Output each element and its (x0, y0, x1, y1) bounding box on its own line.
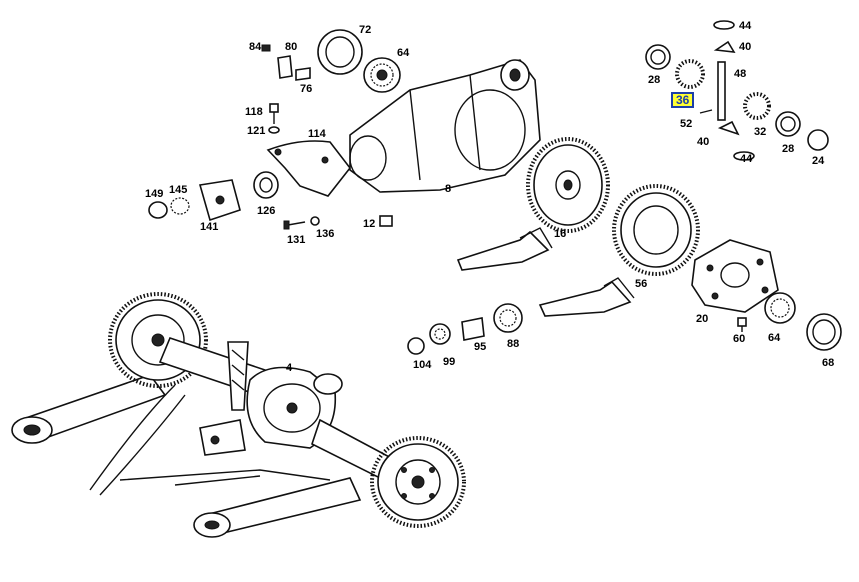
part-label-64-top[interactable]: 64 (397, 47, 410, 59)
part-label-8[interactable]: 8 (445, 183, 452, 195)
pinion-bearings (407, 303, 523, 355)
part-label-121[interactable]: 121 (247, 125, 266, 137)
part-label-40-bottom[interactable]: 40 (697, 136, 710, 148)
part-label-99[interactable]: 99 (443, 356, 456, 368)
rear-axle-assembly (11, 292, 466, 538)
part-label-72[interactable]: 72 (359, 24, 372, 36)
part-label-56[interactable]: 56 (635, 278, 648, 290)
part-label-44-top[interactable]: 44 (739, 20, 752, 32)
part-label-40-top[interactable]: 40 (739, 41, 752, 53)
part-label-76[interactable]: 76 (300, 83, 313, 95)
part-label-126[interactable]: 126 (257, 205, 276, 217)
differential-case-20 (691, 239, 842, 351)
spider-gears (645, 20, 829, 161)
part-label-32[interactable]: 32 (754, 126, 767, 138)
part-label-95[interactable]: 95 (474, 341, 487, 353)
part-label-24[interactable]: 24 (812, 155, 825, 167)
part-label-84[interactable]: 84 (249, 41, 262, 53)
part-label-48[interactable]: 48 (734, 68, 747, 80)
part-label-28-right[interactable]: 28 (782, 143, 795, 155)
part-label-141[interactable]: 141 (200, 221, 219, 233)
part-label-68[interactable]: 68 (822, 357, 835, 369)
part-label-12[interactable]: 12 (363, 218, 376, 230)
part-label-64-right[interactable]: 64 (768, 332, 781, 344)
part-label-16[interactable]: 16 (554, 228, 567, 240)
ring-gear-56 (538, 184, 700, 317)
part-label-136[interactable]: 136 (316, 228, 335, 240)
part-label-145[interactable]: 145 (169, 184, 188, 196)
ring-gear-16 (456, 137, 610, 271)
part-label-131[interactable]: 131 (287, 234, 306, 246)
part-label-20[interactable]: 20 (696, 313, 709, 325)
part-label-28-left[interactable]: 28 (648, 74, 661, 86)
part-label-36-highlighted[interactable]: 36 (671, 92, 695, 108)
part-label-44-bottom[interactable]: 44 (740, 153, 753, 165)
small-parts-top-left (148, 29, 401, 230)
axle-housing-8 (349, 59, 541, 193)
part-label-52[interactable]: 52 (680, 118, 693, 130)
part-label-4[interactable]: 4 (286, 362, 293, 374)
part-label-88[interactable]: 88 (507, 338, 520, 350)
part-label-149[interactable]: 149 (145, 188, 164, 200)
part-label-104[interactable]: 104 (413, 359, 432, 371)
part-label-80[interactable]: 80 (285, 41, 298, 53)
part-label-114[interactable]: 114 (308, 128, 326, 140)
part-label-118[interactable]: 118 (245, 106, 263, 118)
part-label-60[interactable]: 60 (733, 333, 746, 345)
